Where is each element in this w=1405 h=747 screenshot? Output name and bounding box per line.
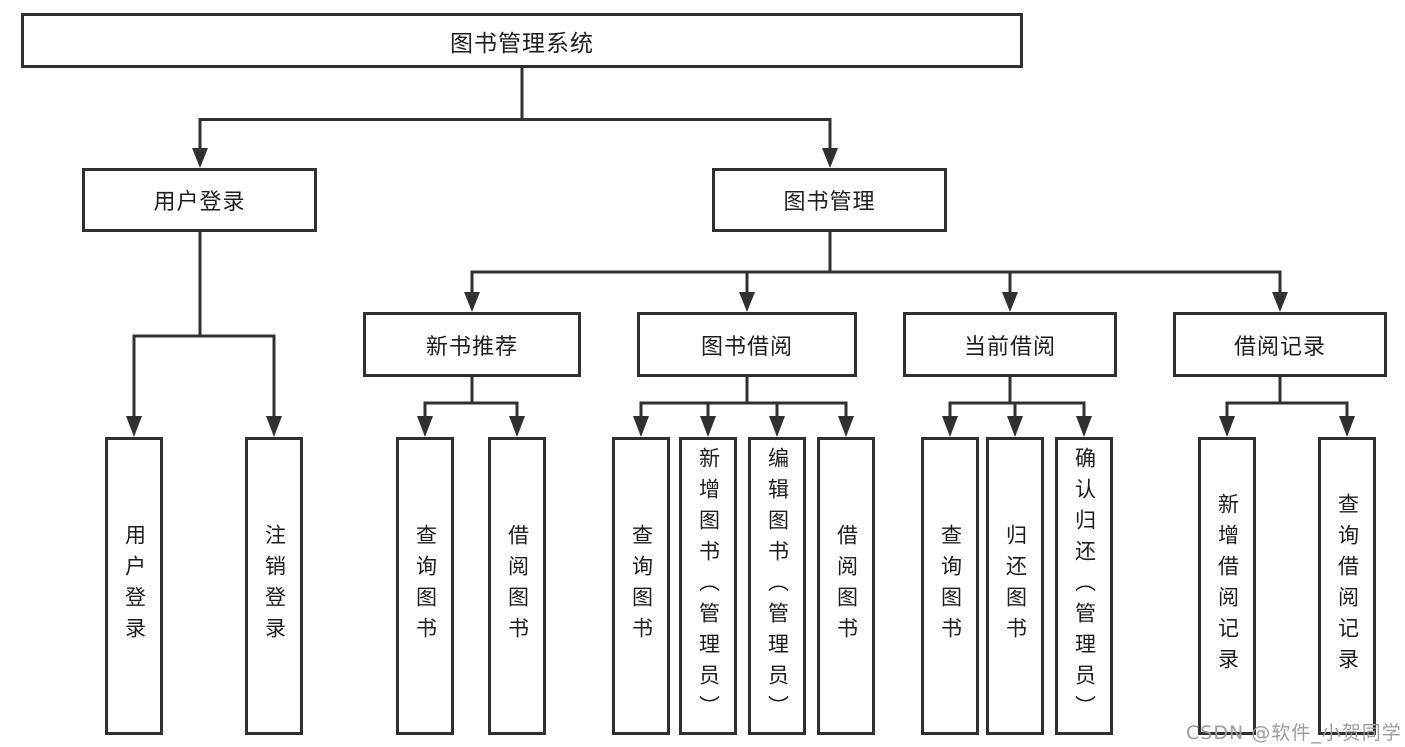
node-label: 查询图书: [629, 524, 654, 648]
node-new-book-recommend: 新书推荐: [363, 312, 581, 377]
node-label: 确认归还（管理员）: [1072, 446, 1097, 726]
csdn-watermark: CSDN @软件_小贺同学: [1186, 722, 1402, 744]
node-label: 用户登录: [122, 524, 147, 648]
node-leaf-query-book-current: 查询图书: [921, 437, 979, 735]
node-leaf-query-book-recommend: 查询图书: [396, 437, 454, 735]
node-borrow-record: 借阅记录: [1173, 312, 1387, 377]
edges-book-mgmt-to-level2: [464, 232, 1288, 312]
node-leaf-borrow-book-recommend: 借阅图书: [488, 437, 546, 735]
node-label: 归还图书: [1003, 524, 1028, 648]
node-book-management: 图书管理: [712, 168, 947, 232]
edges-book-borrow-to-leaves: [633, 377, 854, 437]
node-leaf-confirm-return-admin: 确认归还（管理员）: [1055, 437, 1113, 735]
edges-new-book-rec-to-leaves: [417, 377, 525, 437]
node-label: 借阅图书: [505, 524, 530, 648]
node-leaf-query-book-borrow: 查询图书: [612, 437, 670, 735]
node-leaf-add-borrow-record: 新增借阅记录: [1198, 437, 1256, 735]
edges-current-borrow-to-leaves: [942, 377, 1092, 437]
edges-user-login-to-leaves: [126, 232, 282, 437]
node-book-borrow: 图书借阅: [637, 312, 857, 377]
node-current-borrow: 当前借阅: [903, 312, 1117, 377]
node-label: 注销登录: [262, 524, 287, 648]
node-label: 新增借阅记录: [1215, 493, 1240, 679]
node-leaf-query-borrow-record: 查询借阅记录: [1318, 437, 1376, 735]
node-label: 查询图书: [938, 524, 963, 648]
node-label: 查询借阅记录: [1335, 493, 1360, 679]
node-label: 新增图书（管理员）: [696, 446, 721, 726]
node-label: 编辑图书（管理员）: [765, 446, 790, 726]
edges-borrow-record-to-leaves: [1219, 377, 1355, 437]
node-leaf-logout: 注销登录: [245, 437, 303, 735]
node-leaf-add-book-admin: 新增图书（管理员）: [679, 437, 737, 735]
node-root-system: 图书管理系统: [21, 13, 1023, 68]
node-label: 查询图书: [413, 524, 438, 648]
edges-root-to-level1: [192, 68, 838, 168]
node-label: 借阅图书: [834, 524, 859, 648]
node-leaf-borrow-book: 借阅图书: [817, 437, 875, 735]
node-leaf-edit-book-admin: 编辑图书（管理员）: [748, 437, 806, 735]
node-leaf-user-login: 用户登录: [105, 437, 163, 735]
node-user-login: 用户登录: [82, 168, 317, 232]
node-leaf-return-book: 归还图书: [986, 437, 1044, 735]
